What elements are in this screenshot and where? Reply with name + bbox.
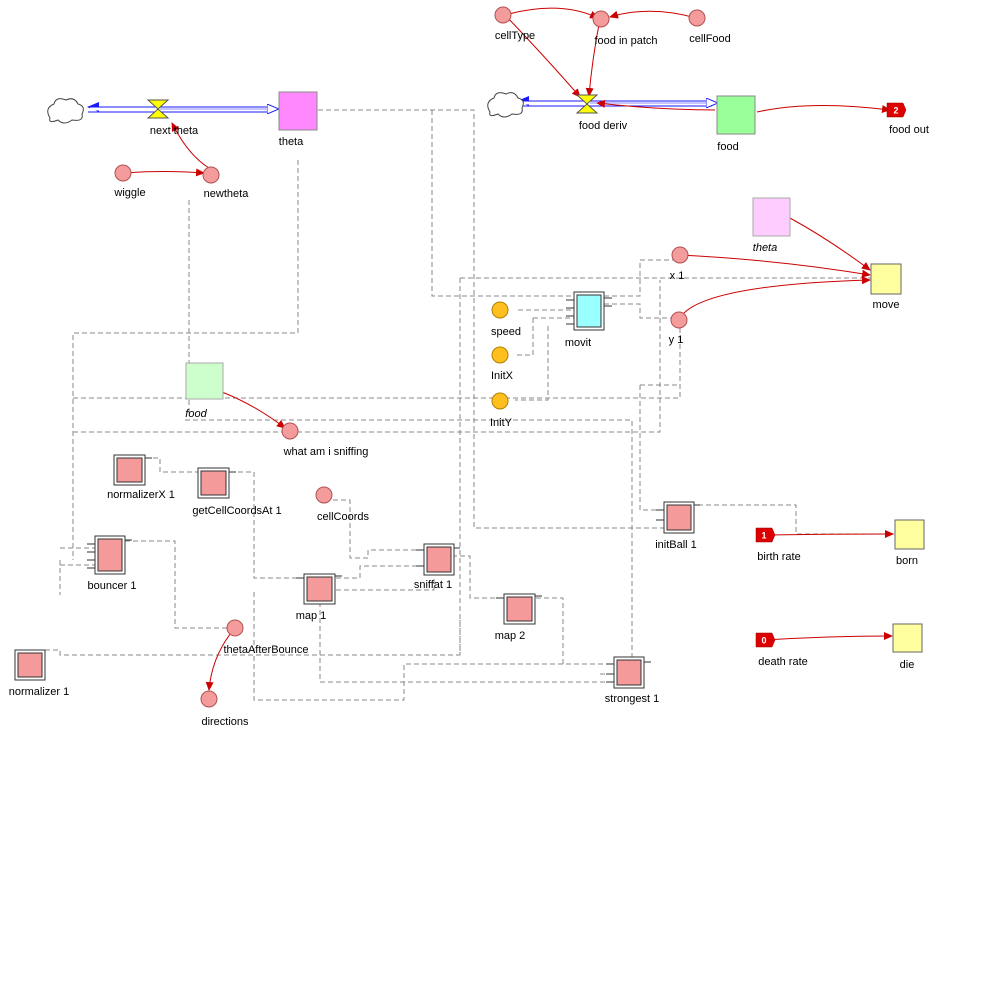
flow-pipes (87, 96, 717, 112)
food-in-patch-variable[interactable] (592, 10, 610, 28)
x1-label: x 1 (669, 270, 685, 282)
speed-label: speed (491, 326, 521, 338)
valve-icon (146, 99, 170, 119)
birth-rate-label: birth rate (757, 551, 801, 563)
normalizer1-submodel[interactable] (14, 649, 46, 681)
cellcoords-variable[interactable] (315, 486, 333, 504)
inity-parameter[interactable] (491, 392, 509, 410)
parameter-circles (491, 301, 509, 410)
cellcoords-label: cellCoords (317, 511, 369, 523)
born-label: born (895, 555, 919, 567)
birth-rate-port-number: 1 (761, 531, 766, 541)
normalizerx1-submodel[interactable] (113, 454, 152, 486)
theta-label: theta (278, 136, 304, 148)
submodel-boxes (14, 291, 700, 689)
getcellcoordsat1-label: getCellCoordsAt 1 (192, 505, 282, 517)
move-label: move (872, 299, 900, 311)
variable-circles (114, 6, 706, 708)
thetaafterbounce-label: thetaAfterBounce (223, 644, 309, 656)
bouncer1-label: bouncer 1 (87, 580, 137, 592)
initball1-submodel[interactable] (656, 501, 700, 534)
dashed-wires (45, 109, 894, 701)
what-am-i-sniffing-label: what am i sniffing (283, 446, 369, 458)
inity-label: InitY (489, 417, 513, 429)
theta-ghost-stock[interactable] (752, 197, 791, 237)
theta-stock[interactable] (278, 91, 318, 131)
what-am-i-sniffing-variable[interactable] (281, 422, 299, 440)
valve-icon (575, 94, 599, 114)
x1-variable[interactable] (671, 246, 689, 264)
food-label: food (717, 141, 739, 153)
strongest1-label: strongest 1 (604, 693, 660, 705)
food-out-port-number: 2 (893, 106, 898, 116)
newtheta-variable[interactable] (202, 166, 220, 184)
die-action[interactable] (892, 623, 923, 653)
food-stock[interactable] (716, 95, 756, 135)
cloud-icon (487, 92, 524, 118)
born-action[interactable] (894, 519, 925, 550)
food-ghost-label: food (185, 408, 207, 420)
speed-parameter[interactable] (491, 301, 509, 319)
food-deriv-label: food deriv (578, 120, 628, 132)
cellfood-label: cellFood (689, 33, 731, 45)
movit-submodel[interactable] (566, 291, 612, 331)
die-label: die (899, 659, 915, 671)
y1-label: y 1 (668, 334, 684, 346)
death-rate-label: death rate (758, 656, 808, 668)
celltype-label: cellType (494, 30, 536, 42)
next-theta-label: next theta (149, 125, 199, 137)
thetaafterbounce-variable[interactable] (226, 619, 244, 637)
newtheta-label: newtheta (203, 188, 249, 200)
port-flag-icon: 2 (886, 102, 907, 118)
normalizerx1-label: normalizerX 1 (107, 489, 175, 501)
map1-submodel[interactable] (296, 573, 342, 605)
initball1-label: initBall 1 (655, 539, 697, 551)
celltype-variable[interactable] (494, 6, 512, 24)
movit-label: movit (564, 337, 592, 349)
normalizer1-label: normalizer 1 (8, 686, 70, 698)
sniffat1-label: sniffat 1 (413, 579, 453, 591)
strongest1-submodel[interactable] (606, 656, 651, 689)
port-flag-icon: 0 (755, 632, 776, 648)
wiggle-variable[interactable] (114, 164, 132, 182)
move-action[interactable] (870, 263, 902, 295)
death-rate-port-number: 0 (761, 636, 766, 646)
initx-parameter[interactable] (491, 346, 509, 364)
cellfood-variable[interactable] (688, 9, 706, 27)
map1-label: map 1 (295, 610, 327, 622)
wiggle-label: wiggle (114, 187, 146, 199)
theta-ghost-label: theta (752, 242, 778, 254)
bouncer1-submodel[interactable] (87, 535, 132, 575)
food-in-patch-label: food in patch (594, 35, 658, 47)
y1-variable[interactable] (670, 311, 688, 329)
food-out-label: food out (889, 124, 929, 136)
sniffat1-submodel[interactable] (416, 543, 460, 576)
directions-label: directions (201, 716, 249, 728)
food-ghost-stock[interactable] (185, 362, 224, 400)
cloud-icon (47, 98, 84, 124)
map2-label: map 2 (494, 630, 526, 642)
map2-submodel[interactable] (496, 593, 542, 625)
port-flag-icon: 1 (755, 527, 776, 543)
getcellcoordsat1-submodel[interactable] (197, 467, 236, 499)
directions-variable[interactable] (200, 690, 218, 708)
influence-arrows (122, 7, 894, 691)
initx-label: InitX (490, 370, 514, 382)
